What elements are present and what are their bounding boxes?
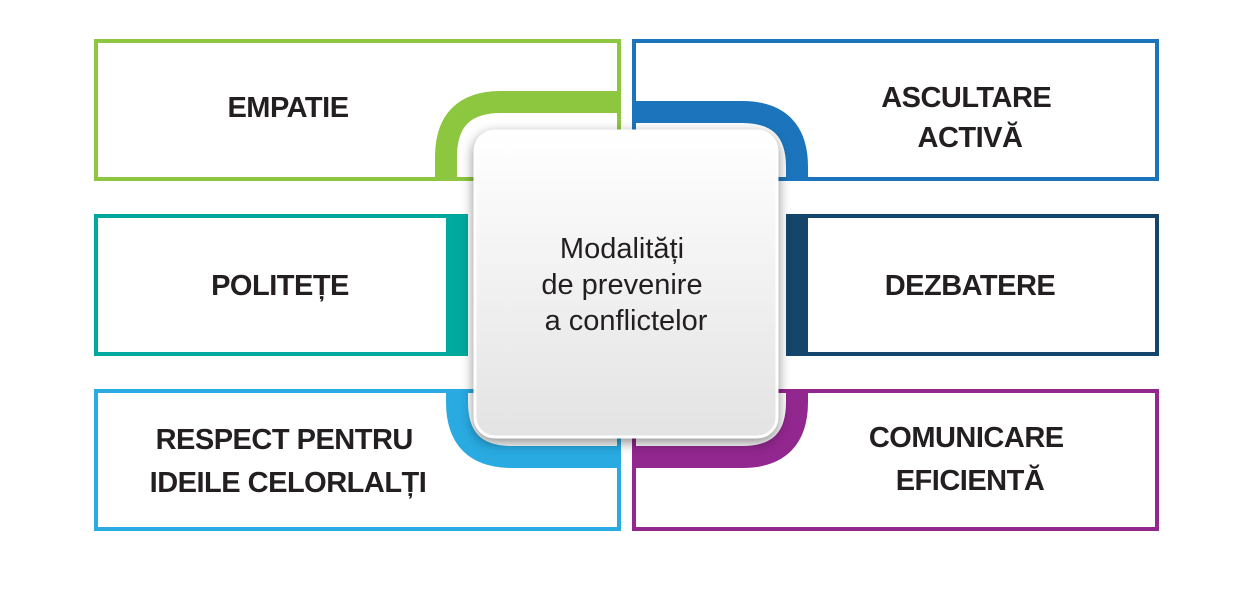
- box-comunicare: COMUNICARE EFICIENTĂ: [632, 389, 1159, 531]
- center-title-line3: a conflictelor: [545, 305, 708, 337]
- box-politete-label: POLITEȚE: [211, 270, 349, 302]
- box-respect-label-line2: IDEILE CELORLALȚI: [150, 467, 427, 499]
- box-comunicare-label-line2: EFICIENTĂ: [896, 464, 1045, 497]
- svg-text:DEZBATERE: DEZBATERE: [885, 270, 1056, 302]
- box-ascultare-label-line1: ASCULTARE: [881, 82, 1051, 114]
- svg-text:RESPECT PENTRU IDEILE CE: RESPECT PENTRU IDEILE CELORLALȚI: [150, 424, 427, 499]
- svg-text:ASCULTARE ACTIVĂ: ASCULTARE ACTIVĂ: [881, 82, 1059, 154]
- svg-text:POLITEȚE: POLITEȚE: [211, 270, 349, 302]
- box-respect-label-line1: RESPECT PENTRU: [156, 424, 413, 456]
- center-card: Modalități de prevenire a conflictelor: [473, 129, 779, 439]
- box-respect: RESPECT PENTRU IDEILE CELORLALȚI: [94, 389, 621, 531]
- box-politete: POLITEȚE: [94, 214, 468, 356]
- box-ascultare-activa: ASCULTARE ACTIVĂ: [632, 39, 1159, 181]
- box-comunicare-connector: [634, 391, 808, 468]
- box-dezbatere-connector: [786, 214, 808, 356]
- box-ascultare-connector: [634, 101, 808, 179]
- box-dezbatere-label: DEZBATERE: [885, 270, 1056, 302]
- center-title-line2: de prevenire: [541, 269, 702, 301]
- box-empatie-label: EMPATIE: [227, 92, 348, 124]
- box-ascultare-label-line2: ACTIVĂ: [918, 121, 1024, 154]
- box-dezbatere: DEZBATERE: [786, 214, 1159, 356]
- center-card-background: [473, 129, 779, 439]
- box-respect-connector: [446, 391, 619, 468]
- box-comunicare-label-line1: COMUNICARE: [869, 422, 1064, 454]
- center-title-line1: Modalități: [560, 233, 684, 265]
- box-politete-connector: [446, 214, 468, 356]
- box-empatie: EMPATIE: [94, 39, 621, 181]
- svg-text:COMUNICARE EFICIENTĂ: COMUNICARE EFICIENTĂ: [869, 422, 1071, 497]
- svg-text:Modalități de prevenire: Modalități de prevenire a conflictelor: [541, 233, 710, 337]
- svg-text:EMPATIE: EMPATIE: [227, 92, 348, 124]
- box-empatie-connector: [435, 91, 619, 179]
